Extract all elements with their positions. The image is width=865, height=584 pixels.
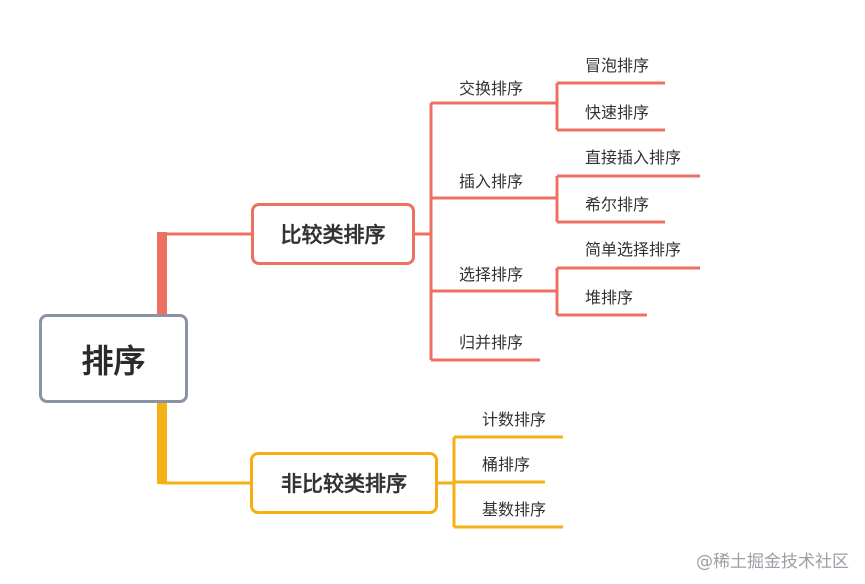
leaf-heap-sort[interactable]: 堆排序: [585, 288, 634, 307]
leaf-quick-sort[interactable]: 快速排序: [585, 103, 650, 122]
group-merge-sort[interactable]: 归并排序: [459, 333, 524, 352]
group-insert-sort[interactable]: 插入排序: [459, 172, 524, 191]
watermark: @稀土掘金技术社区: [696, 552, 849, 572]
non-comparison-sort-node[interactable]: 非比较类排序: [250, 452, 438, 514]
leaf-bucket-sort[interactable]: 桶排序: [482, 455, 531, 474]
leaf-shell-sort[interactable]: 希尔排序: [585, 195, 650, 214]
group-select-sort[interactable]: 选择排序: [459, 265, 524, 284]
comparison-sort-node[interactable]: 比较类排序: [251, 203, 415, 265]
leaf-radix-sort[interactable]: 基数排序: [482, 500, 547, 519]
leaf-bubble-sort[interactable]: 冒泡排序: [585, 56, 650, 75]
root-node[interactable]: 排序: [39, 314, 188, 403]
root-to-noncomparison-connector: [157, 402, 167, 484]
group-swap-sort[interactable]: 交换排序: [459, 79, 524, 98]
leaf-simple-selection-sort[interactable]: 简单选择排序: [585, 240, 682, 259]
leaf-direct-insertion-sort[interactable]: 直接插入排序: [585, 148, 682, 167]
root-to-comparison-connector: [157, 232, 167, 316]
leaf-counting-sort[interactable]: 计数排序: [482, 410, 547, 429]
